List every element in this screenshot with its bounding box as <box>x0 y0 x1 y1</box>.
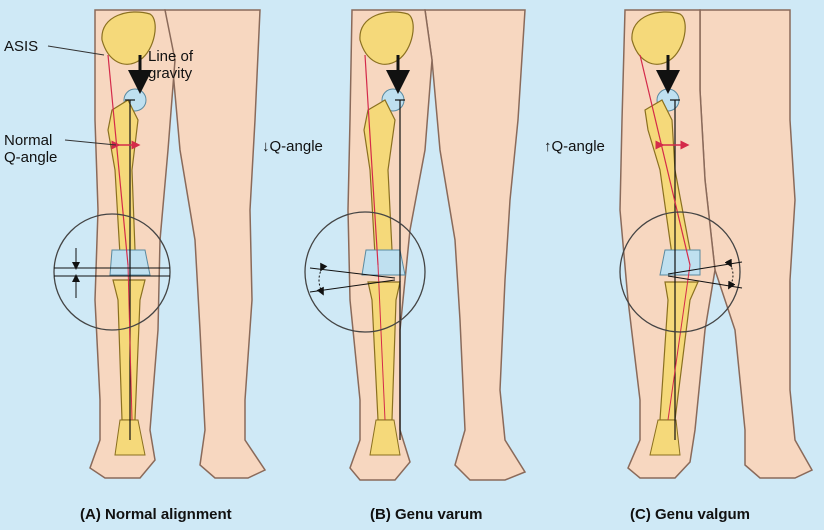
panel-a-knee-circle <box>53 213 171 331</box>
panel-b-right-leg <box>424 9 527 481</box>
panel-a-q-leader <box>64 139 117 146</box>
panel-b-knee-circle <box>304 211 426 333</box>
panel-c-valgus-angle <box>724 258 736 290</box>
panel-b-foot-bones <box>369 419 401 456</box>
panel-b-figure <box>304 9 527 481</box>
panel-a-pelvis <box>101 11 156 65</box>
panel-c-pelvis <box>631 11 686 65</box>
decreased-q-angle-label: ↓Q-angle <box>262 138 323 155</box>
panel-c-foot-bones <box>649 419 681 456</box>
panel-a-asis-leader <box>47 45 105 56</box>
line-of-gravity-label: Line of gravity <box>148 48 194 82</box>
panel-a-right-leg <box>164 9 267 479</box>
panel-c-knee <box>659 249 701 276</box>
panel-c-figure <box>619 9 814 479</box>
panel-a-figure <box>47 9 267 479</box>
caption-a: (A) Normal alignment <box>80 506 232 523</box>
increased-q-angle-label: ↑Q-angle <box>544 138 605 155</box>
panel-b-varus-angle <box>316 262 328 296</box>
panel-c-right-leg <box>699 9 814 479</box>
panel-c-knee-circle <box>619 211 741 333</box>
panel-c-asis-line <box>639 54 691 266</box>
asis-label: ASIS <box>4 38 39 55</box>
caption-b: (B) Genu varum <box>370 506 483 523</box>
panel-b-knee <box>361 249 406 276</box>
caption-c: (C) Genu valgum <box>630 506 751 523</box>
panel-b-asis-line <box>364 54 379 266</box>
normal-q-angle-label: Normal Q-angle <box>4 132 58 166</box>
panel-c-left-leg <box>619 9 716 479</box>
panel-b-pelvis <box>359 11 414 65</box>
panel-a-asis-line <box>107 54 129 266</box>
